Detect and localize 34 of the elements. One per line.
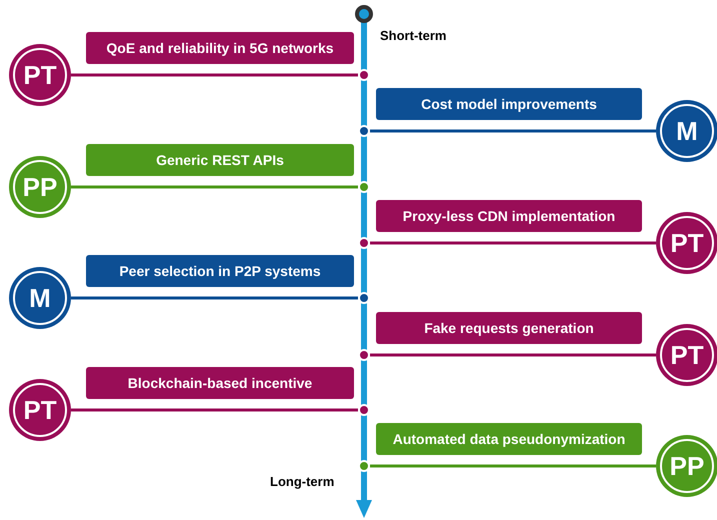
timeline-dot — [358, 349, 370, 361]
topic-label: Proxy-less CDN implementation — [376, 200, 642, 232]
topic-label: Peer selection in P2P systems — [86, 255, 354, 287]
timeline-dot — [358, 69, 370, 81]
topic-label: Generic REST APIs — [86, 144, 354, 176]
timeline-dot — [358, 125, 370, 137]
topic-label: Automated data pseudonymization — [376, 423, 642, 455]
timeline-end-label: Long-term — [270, 474, 334, 489]
topic-label: Fake requests generation — [376, 312, 642, 344]
topic-label: QoE and reliability in 5G networks — [86, 32, 354, 64]
connector-line — [370, 354, 656, 356]
connector-line — [71, 74, 358, 76]
timeline-dot — [358, 460, 370, 472]
category-badge: PP — [656, 435, 717, 497]
connector-line — [370, 130, 656, 132]
timeline-dot — [358, 404, 370, 416]
category-badge: M — [656, 100, 717, 162]
category-badge: PT — [656, 324, 717, 386]
timeline-end-label: Short-term — [380, 28, 446, 43]
timeline-dot — [358, 181, 370, 193]
timeline-dot — [358, 292, 370, 304]
connector-line — [71, 296, 358, 300]
category-badge: PT — [656, 212, 717, 274]
connector-line — [71, 186, 358, 188]
connector-line — [370, 464, 656, 468]
timeline-dot — [358, 237, 370, 249]
category-badge: PT — [9, 44, 71, 106]
topic-label: Blockchain-based incentive — [86, 367, 354, 399]
connector-line — [370, 242, 656, 244]
category-badge: PT — [9, 379, 71, 441]
connector-line — [71, 408, 358, 412]
category-badge: PP — [9, 156, 71, 218]
topic-label: Cost model improvements — [376, 88, 642, 120]
category-badge: M — [9, 267, 71, 329]
